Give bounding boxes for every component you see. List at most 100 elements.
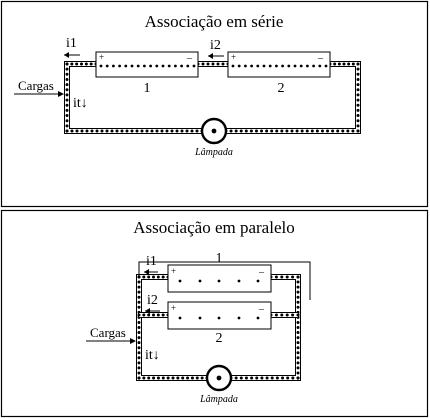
series-battery-2-dot bbox=[293, 64, 297, 68]
series-wire-left-dot bbox=[170, 129, 174, 133]
series-wire-right-dot bbox=[275, 129, 279, 133]
series-wire-right-dot bbox=[290, 129, 294, 133]
series-lamp-label: Lâmpada bbox=[194, 147, 233, 158]
series-battery-2-dot bbox=[287, 64, 291, 68]
parallel-wire-left-dot bbox=[137, 346, 141, 350]
series-battery-1-label: 1 bbox=[144, 81, 151, 96]
parallel-wire-right-dot bbox=[296, 326, 300, 329]
series-wire-right-dot bbox=[239, 129, 243, 133]
series-wire-left-dot bbox=[90, 129, 94, 133]
series-wire-right-dot bbox=[320, 129, 324, 133]
series-wire-right-dot bbox=[326, 129, 330, 133]
parallel-wire-left-dot bbox=[190, 376, 194, 380]
series-wire-left-dot bbox=[70, 129, 74, 133]
series-wire-left-dot bbox=[85, 129, 89, 133]
parallel-wire-right-dot bbox=[296, 376, 300, 380]
parallel-battery-1-minus: – bbox=[258, 267, 265, 278]
series-wire-right-dot bbox=[351, 129, 355, 133]
series-wire-middle-dot bbox=[221, 62, 225, 66]
series-charges-label: Cargas bbox=[18, 78, 54, 93]
parallel-battery-1-dot bbox=[237, 279, 241, 283]
series-wire-right-dot bbox=[305, 129, 309, 133]
series-wire-left-dot bbox=[75, 62, 79, 66]
parallel-wire bbox=[136, 261, 311, 381]
parallel-wire-branch-right-dot bbox=[274, 313, 278, 317]
parallel-wire-right-dot bbox=[270, 376, 274, 380]
series-wire-left-dot bbox=[160, 129, 164, 133]
series-battery-1-dot bbox=[161, 64, 165, 68]
parallel-wire-right-dot bbox=[296, 331, 300, 335]
parallel-battery-2-dot bbox=[237, 316, 241, 320]
parallel-wire-left-dot bbox=[166, 376, 170, 380]
series-wire-right-dot bbox=[356, 114, 360, 118]
series-battery-2-dot bbox=[306, 64, 309, 68]
series-battery-2-dot bbox=[231, 64, 235, 68]
parallel-wire-right-dot bbox=[296, 356, 300, 360]
parallel-wire-right-dot bbox=[280, 275, 284, 279]
parallel-wire-branch-left-dot bbox=[137, 313, 141, 317]
parallel-battery-2-dot bbox=[178, 316, 182, 320]
series-battery-2-dot bbox=[268, 64, 272, 68]
series-wire-right-dot bbox=[356, 119, 360, 123]
parallel-panel-frame bbox=[0, 209, 429, 418]
parallel-wire-right-dot bbox=[239, 376, 243, 380]
parallel-charge-dots bbox=[178, 279, 260, 320]
series-wire-left-dot bbox=[65, 88, 69, 92]
parallel-wire-right-dot bbox=[296, 371, 300, 375]
series-wire-right-dot bbox=[270, 129, 274, 133]
series-wire-left-dot bbox=[65, 72, 69, 76]
parallel-battery-1-dot bbox=[178, 279, 182, 283]
parallel-wire-right-dot bbox=[281, 376, 285, 380]
series-battery-2-minus: – bbox=[317, 53, 324, 64]
series-wire-right-dot bbox=[341, 129, 345, 133]
series-wire-right-dot bbox=[356, 88, 360, 92]
series-wire-right-dot bbox=[337, 62, 341, 66]
parallel-wire-right-dot bbox=[296, 275, 300, 279]
series-battery-2-label: 2 bbox=[278, 81, 285, 96]
parallel-battery-1-label: 1 bbox=[216, 251, 223, 266]
parallel-wire-right-dot bbox=[265, 376, 269, 380]
series-wire-right-dot bbox=[315, 129, 319, 133]
parallel-battery-1-dot bbox=[198, 279, 202, 283]
series-battery-1-dot bbox=[149, 64, 153, 68]
parallel-panel: Associação em paralelo + – + – 1 2 i1 i2… bbox=[0, 209, 429, 418]
series-wire-left-dot bbox=[65, 67, 69, 71]
parallel-wire-branch-left-dot bbox=[152, 313, 155, 317]
series-battery-2 bbox=[227, 51, 331, 78]
series-wire-left-dot bbox=[65, 98, 69, 102]
series-wire-right-dot bbox=[356, 129, 360, 133]
parallel-wire-left-dot bbox=[137, 320, 141, 324]
parallel-battery-2-plus: + bbox=[171, 303, 176, 313]
parallel-wire-left-dot bbox=[137, 290, 141, 294]
parallel-lamp-label: Lâmpada bbox=[199, 394, 238, 405]
parallel-wire-right-dot bbox=[285, 275, 289, 279]
series-title: Associação em série bbox=[145, 12, 284, 31]
series-wire-left-dot bbox=[75, 129, 79, 133]
series-wire-middle-dot bbox=[211, 62, 215, 66]
parallel-wire-right-dot bbox=[296, 341, 300, 345]
parallel-wire-left-dot bbox=[161, 376, 165, 380]
series-wire-left-dot bbox=[65, 129, 69, 133]
series-battery-2-dot bbox=[262, 64, 266, 68]
series-wire-right-dot bbox=[346, 129, 350, 133]
series-battery-1-dot bbox=[167, 64, 171, 68]
series-battery-2-dot bbox=[237, 64, 241, 68]
series-battery-1-dot bbox=[186, 64, 190, 68]
series-wire-left-dot bbox=[65, 119, 69, 123]
series-wire-left-dot bbox=[65, 108, 69, 112]
series-lamp-center bbox=[211, 128, 217, 134]
series-battery-1-dot bbox=[118, 64, 121, 68]
parallel-battery-2-dot bbox=[198, 316, 202, 320]
parallel-wire-left-dot bbox=[152, 275, 155, 279]
series-battery-1-dot bbox=[192, 64, 196, 68]
series-battery-2-dot bbox=[299, 64, 303, 68]
parallel-wire-left-dot bbox=[195, 376, 199, 380]
series-wire-left-dot bbox=[84, 62, 88, 66]
series-wire-left-dot bbox=[150, 129, 154, 133]
series-battery-2-dot bbox=[250, 64, 254, 68]
series-wire-left-dot bbox=[180, 129, 184, 133]
series-panel: Associação em série + – + – 1 2 i1 i2 it… bbox=[0, 0, 429, 208]
parallel-wire-left-dot bbox=[137, 305, 141, 309]
parallel-wire-left-dot bbox=[137, 280, 141, 284]
series-wire-left-dot bbox=[125, 129, 129, 133]
